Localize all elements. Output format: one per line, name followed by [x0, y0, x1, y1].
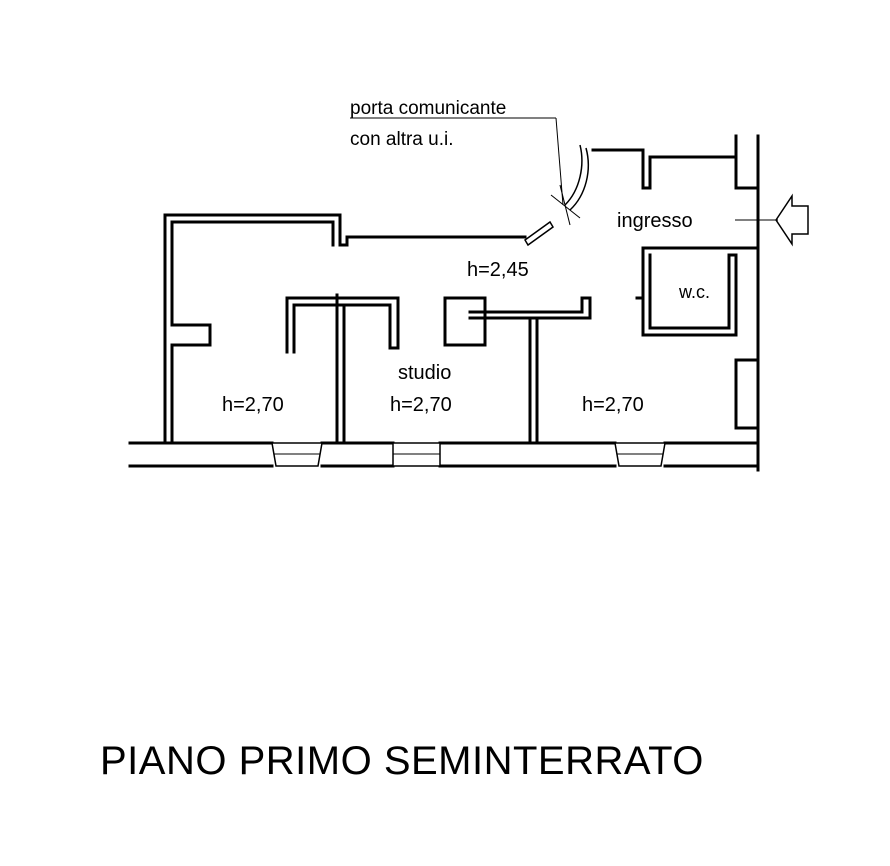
windows — [271, 442, 666, 467]
outer-walls — [128, 134, 760, 472]
annotation-line2: con altra u.i. — [350, 129, 454, 150]
height-label-left-room: h=2,70 — [222, 394, 284, 416]
entrance-arrow-icon — [735, 193, 809, 247]
height-label-right-room: h=2,70 — [582, 394, 644, 416]
plan-title: PIANO PRIMO SEMINTERRATO — [100, 739, 704, 783]
door-swing-icon — [350, 117, 589, 247]
interior-walls — [285, 246, 760, 445]
annotation-line1: porta comunicante — [350, 98, 506, 119]
height-label-studio: h=2,70 — [390, 394, 452, 416]
room-label-studio: studio — [398, 362, 451, 384]
room-label-wc: w.c. — [678, 282, 710, 302]
height-label-corridor: h=2,45 — [467, 259, 529, 281]
room-label-ingresso: ingresso — [617, 210, 693, 232]
